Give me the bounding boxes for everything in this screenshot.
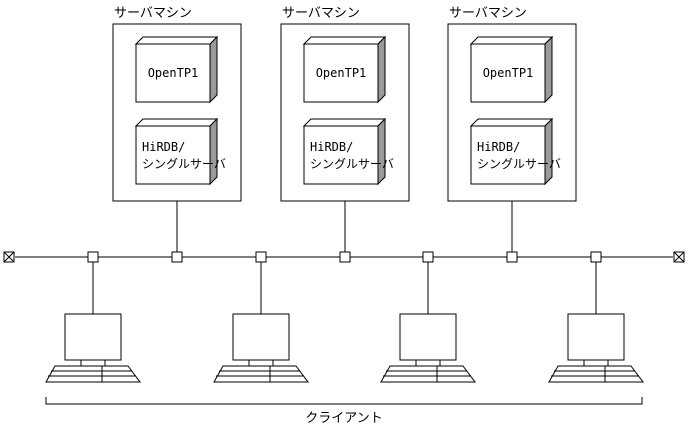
keyboard — [548, 365, 644, 383]
component-label: OpenTP1 — [148, 66, 199, 80]
client-machine — [548, 251, 644, 383]
terminator-right — [673, 251, 685, 263]
component-side-face — [544, 35, 553, 104]
component-side-face — [209, 117, 218, 186]
component-side-face — [209, 35, 218, 104]
keyboard — [45, 365, 141, 383]
keyboard — [380, 365, 476, 383]
component-label: シングルサーバ — [142, 157, 226, 171]
monitor-stand — [248, 359, 274, 367]
server-title: サーバマシン — [282, 6, 360, 21]
component-top-face — [469, 36, 554, 45]
client-machine — [380, 251, 476, 383]
software-component: OpenTP1 — [302, 35, 387, 104]
software-component: OpenTP1 — [469, 35, 554, 104]
software-component: HiRDB/シングルサーバ — [469, 117, 561, 186]
component-front-face — [303, 125, 379, 185]
monitor — [232, 313, 290, 361]
terminator-left — [3, 251, 15, 263]
component-top-face — [134, 36, 219, 45]
client-machine — [45, 251, 141, 383]
software-component: HiRDB/シングルサーバ — [134, 117, 226, 186]
monitor-stand — [583, 359, 609, 367]
bus-node — [422, 251, 434, 263]
component-top-face — [134, 118, 219, 127]
component-label: シングルサーバ — [310, 157, 394, 171]
monitor-stand — [415, 359, 441, 367]
component-front-face — [470, 125, 546, 185]
component-label: OpenTP1 — [316, 66, 367, 80]
bus-node — [339, 251, 351, 263]
software-component: HiRDB/シングルサーバ — [302, 117, 394, 186]
component-top-face — [302, 36, 387, 45]
server-title: サーバマシン — [449, 6, 527, 21]
monitor — [567, 313, 625, 361]
monitor — [399, 313, 457, 361]
component-label: HiRDB/ — [310, 140, 353, 154]
component-side-face — [377, 35, 386, 104]
component-front-face — [135, 43, 211, 103]
client-machines — [45, 251, 644, 383]
component-label: HiRDB/ — [477, 140, 520, 154]
monitor — [64, 313, 122, 361]
bus-node — [171, 251, 183, 263]
bus-node — [255, 251, 267, 263]
keyboard — [213, 365, 309, 383]
component-label: OpenTP1 — [483, 66, 534, 80]
client-machine — [213, 251, 309, 383]
component-front-face — [470, 43, 546, 103]
component-top-face — [469, 118, 554, 127]
software-component: OpenTP1 — [134, 35, 219, 104]
client-group-label: クライアント — [305, 411, 382, 426]
component-front-face — [135, 125, 211, 185]
component-side-face — [377, 117, 386, 186]
bus-node — [87, 251, 99, 263]
monitor-stand — [80, 359, 106, 367]
bus-node — [590, 251, 602, 263]
server-title: サーバマシン — [114, 6, 192, 21]
component-side-face — [544, 117, 553, 186]
bus-node — [506, 251, 518, 263]
component-label: シングルサーバ — [477, 157, 561, 171]
component-front-face — [303, 43, 379, 103]
client-group-bracket — [45, 397, 643, 405]
component-top-face — [302, 118, 387, 127]
component-label: HiRDB/ — [142, 140, 185, 154]
